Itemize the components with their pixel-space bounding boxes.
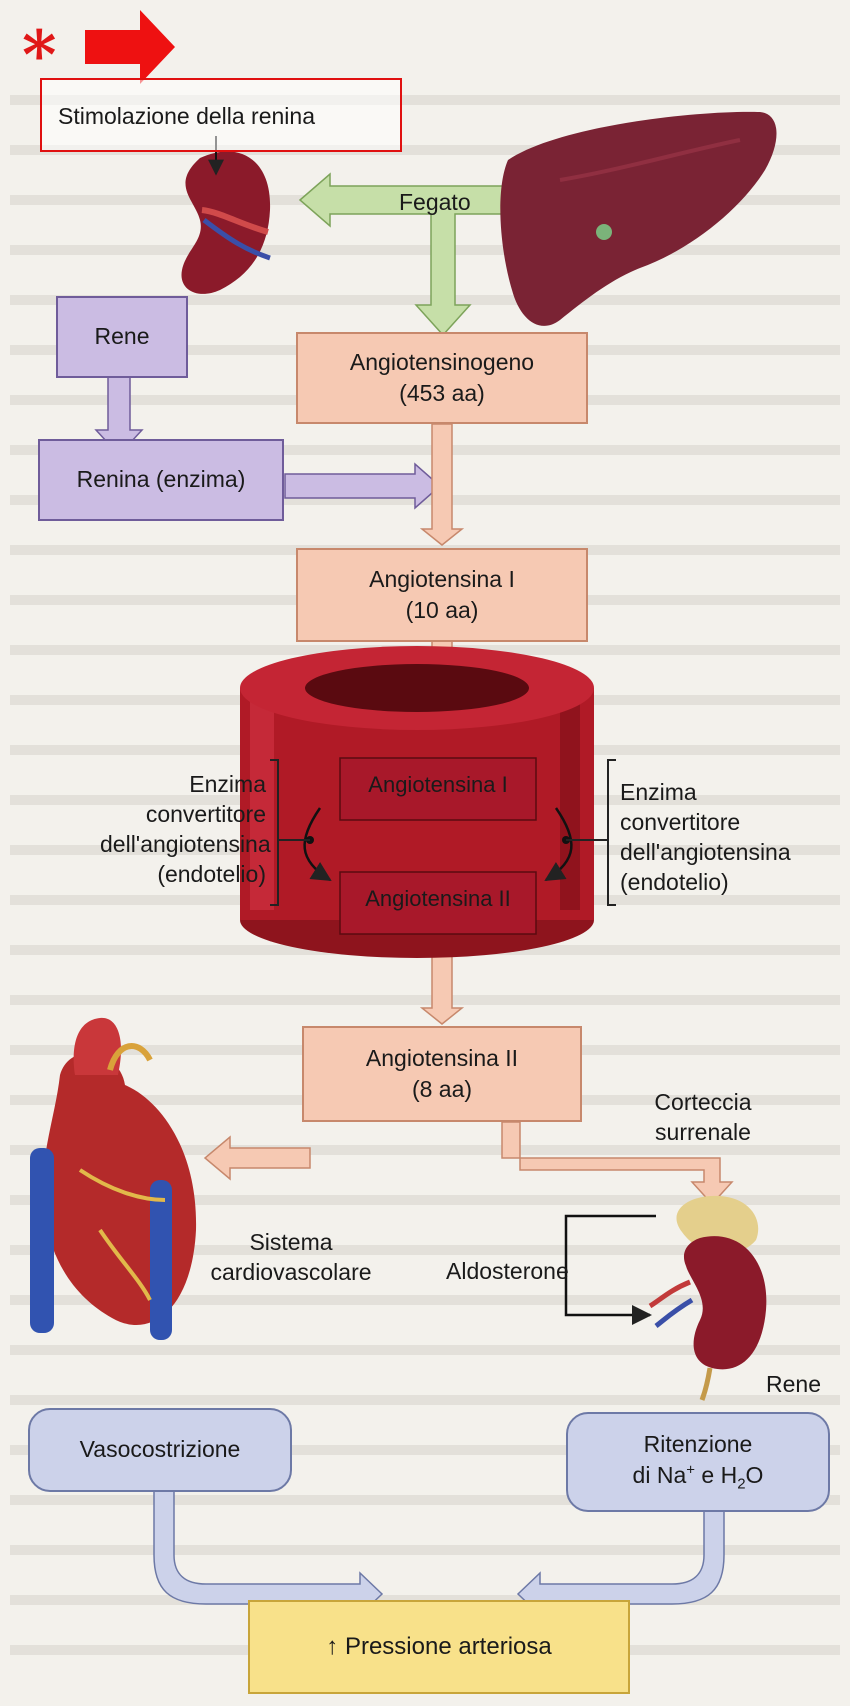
corteccia-line1: Corteccia	[628, 1088, 778, 1118]
corteccia-label: Corteccia surrenale	[628, 1088, 778, 1148]
enzima-left-line2: convertitore	[100, 800, 266, 830]
angiotensinogeno-line2: (453 aa)	[399, 378, 485, 409]
liver-icon	[500, 112, 776, 326]
ritenzione-two: 2	[737, 1476, 745, 1493]
ritenzione-line2: di Na+ e H2O	[633, 1460, 764, 1495]
pressione-label: ↑ Pressione arteriosa	[326, 1631, 551, 1663]
aldosterone-label: Aldosterone	[446, 1257, 569, 1287]
rene-label: Rene	[95, 321, 150, 352]
angiotensina-i-line2: (10 aa)	[406, 595, 479, 626]
heart-icon	[30, 1018, 196, 1340]
renina-box: Renina (enzima)	[38, 439, 284, 521]
angiotensina-ii-line1: Angiotensina II	[366, 1043, 518, 1074]
ritenzione-h: e H	[695, 1462, 737, 1488]
angiotensina-i-box: Angiotensina I (10 aa)	[296, 548, 588, 642]
rene-bottom-label: Rene	[766, 1370, 821, 1400]
ritenzione-box: Ritenzione di Na+ e H2O	[566, 1412, 830, 1512]
ritenzione-na: di Na	[633, 1462, 687, 1488]
angiotensina-i-line1: Angiotensina I	[369, 564, 515, 595]
enzima-right-label: Enzima convertitore dell'angiotensina (e…	[620, 778, 846, 898]
kidney-icon	[181, 151, 270, 293]
renina-label: Renina (enzima)	[77, 464, 246, 495]
ritenzione-o: O	[746, 1462, 764, 1488]
angiotensina-ii-line2: (8 aa)	[412, 1074, 472, 1105]
vessel-angiotensina-i: Angiotensina I	[340, 772, 536, 798]
angiotensinogeno-line1: Angiotensinogeno	[350, 347, 534, 378]
ritenzione-plus: +	[686, 1461, 695, 1478]
angiotensina-ii-box: Angiotensina II (8 aa)	[302, 1026, 582, 1122]
enzima-right-line4: (endotelio)	[620, 868, 846, 898]
sistema-line2: cardiovascolare	[186, 1258, 396, 1288]
sistema-label: Sistema cardiovascolare	[186, 1228, 396, 1288]
enzima-left-line3: dell'angiotensina	[100, 830, 266, 860]
angiotensinogeno-box: Angiotensinogeno (453 aa)	[296, 332, 588, 424]
stimolazione-label: Stimolazione della renina	[58, 102, 315, 132]
pressione-box: ↑ Pressione arteriosa	[248, 1600, 630, 1694]
enzima-right-line3: dell'angiotensina	[620, 838, 846, 868]
enzima-right-line1: Enzima	[620, 778, 846, 808]
vasocostrizione-box: Vasocostrizione	[28, 1408, 292, 1492]
vessel-angiotensina-ii: Angiotensina II	[340, 886, 536, 912]
enzima-left-line4: (endotelio)	[100, 860, 266, 890]
ritenzione-line1: Ritenzione	[644, 1429, 753, 1460]
corteccia-line2: surrenale	[628, 1118, 778, 1148]
arrow-right-icon	[85, 10, 175, 84]
vasocostrizione-label: Vasocostrizione	[80, 1434, 241, 1465]
rene-box: Rene	[56, 296, 188, 378]
enzima-left-line1: Enzima	[100, 770, 266, 800]
fegato-label: Fegato	[399, 188, 471, 218]
sistema-line1: Sistema	[186, 1228, 396, 1258]
enzima-left-label: Enzima convertitore dell'angiotensina (e…	[100, 770, 266, 890]
enzima-right-line2: convertitore	[620, 808, 846, 838]
